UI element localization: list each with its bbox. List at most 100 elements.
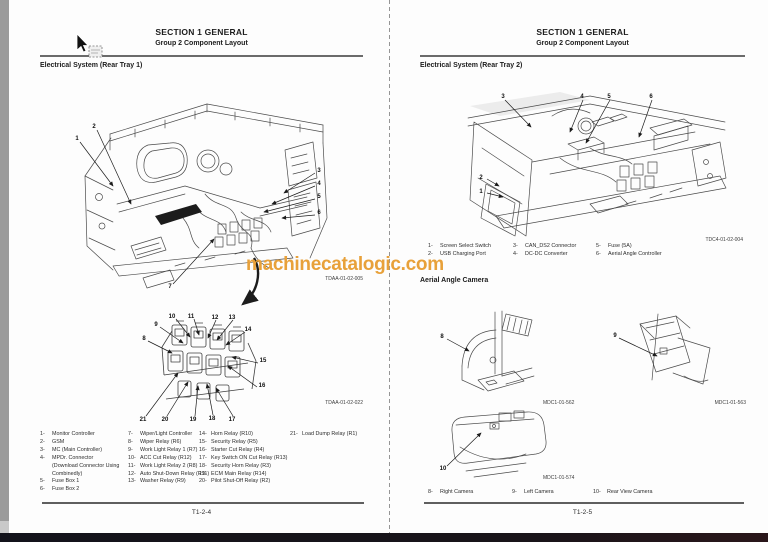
left-page-header: SECTION 1 GENERAL Group 2 Component Layo… — [40, 27, 363, 47]
legend-item: 17-Key Switch ON Cut Relay (R13) — [199, 454, 288, 461]
callout-number: 20 — [161, 417, 169, 423]
figure-rear-view-camera — [444, 405, 554, 485]
legend-item: 4-MPDr. Connector (Download Connector Us… — [40, 454, 120, 477]
rt2-legend-column-2: 3-CAN_DS2 Connector 4-DC-DC Converter — [513, 243, 593, 259]
legend-column-2: 7-Wiper/Light Controller 8-Wiper Relay (… — [128, 431, 214, 486]
section-title: SECTION 1 GENERAL — [536, 27, 629, 37]
callout-number: 9 — [154, 322, 158, 328]
legend-item: 2-GSM — [40, 438, 65, 445]
callout-number: 19 — [189, 417, 197, 423]
callout-number: 8 — [440, 334, 444, 340]
legend-column-1: 1-Monitor Controller 2-GSM 3-MC (Main Co… — [40, 431, 124, 494]
section-title: SECTION 1 GENERAL — [155, 27, 248, 37]
callout-number: 13 — [228, 315, 236, 321]
rear-tray-2-line-art — [467, 92, 727, 237]
callout-number: 21 — [139, 417, 147, 423]
header-rule — [420, 55, 745, 57]
legend-item: 6-Aerial Angle Controller — [596, 250, 662, 257]
left-page-heading: Electrical System (Rear Tray 1) — [40, 62, 143, 69]
legend-item: 12-Auto Shut-Down Relay (R11) — [128, 470, 210, 477]
legend-item: 7-Wiper/Light Controller — [128, 431, 193, 437]
legend-item: 16-Starter Cut Relay (R4) — [199, 446, 265, 453]
callout-number: 8 — [142, 336, 146, 342]
callout-number: 3 — [317, 168, 321, 174]
mouse-cursor — [72, 33, 106, 68]
camera-legend-item-10: 10-Rear View Camera — [593, 489, 678, 497]
cursor-arrow-icon — [76, 33, 103, 58]
legend-item: 20-Pilot Shut-Off Relay (R2) — [199, 478, 271, 485]
footer-rule — [424, 502, 744, 504]
camera-legend-item-8: 8-Right Camera — [428, 489, 508, 497]
legend-column-4: 21-Load Dump Relay (R1) — [290, 431, 365, 439]
callout-number: 6 — [649, 94, 653, 100]
rt2-legend-column-3: 5-Fuse (5A) 6-Aerial Angle Controller — [596, 243, 681, 259]
legend-item: 2-USB Charging Port — [428, 250, 486, 257]
figure-rear-tray-1 — [55, 98, 335, 293]
legend-item: 18-Security Horn Relay (R3) — [199, 462, 271, 469]
right-page-heading: Electrical System (Rear Tray 2) — [420, 62, 523, 69]
legend-column-3: 14-Horn Relay (R10) 15-Security Relay (R… — [199, 431, 291, 486]
legend-item: 3-CAN_DS2 Connector — [513, 243, 577, 249]
legend-item: 21-Load Dump Relay (R1) — [290, 431, 358, 437]
callout-number: 2 — [92, 124, 96, 130]
viewer-bottom-bar — [0, 533, 768, 542]
legend-item: 3-MC (Main Controller) — [40, 446, 103, 453]
footer-rule — [42, 502, 364, 504]
camera-legend-item-9: 9-Left Camera — [512, 489, 587, 497]
callout-number: 3 — [501, 94, 505, 100]
legend-item: 5-Fuse (5A) — [596, 243, 632, 249]
figure-caption: MDC1-01-563 — [714, 400, 746, 406]
legend-item: 14-Horn Relay (R10) — [199, 431, 253, 437]
detail-arrow — [241, 257, 260, 306]
figure-caption: MDC1-01-562 — [543, 400, 575, 406]
legend-item: 6-Fuse Box 2 — [40, 486, 80, 493]
callout-number: 5 — [317, 194, 321, 200]
legend-item: 9-Work Light Relay 1 (R7) — [128, 446, 198, 453]
callout-number: 6 — [317, 210, 321, 216]
page-number-left: T1-2-4 — [191, 509, 212, 516]
rear-view-camera-line-art — [451, 410, 547, 478]
callout-number: 14 — [244, 327, 252, 333]
figure-caption: MDC1-01-574 — [543, 475, 575, 481]
callout-number: 18 — [208, 416, 216, 422]
callout-number: 2 — [479, 175, 483, 181]
callout-number: 1 — [75, 136, 79, 142]
figure-caption: TDAA-01-02-022 — [325, 400, 363, 406]
legend-item: 1-Monitor Controller — [40, 431, 95, 437]
figure-caption: TDC4-01-02-004 — [705, 237, 743, 243]
callout-number: 1 — [479, 189, 483, 195]
callout-number: 7 — [168, 284, 172, 290]
group-title: Group 2 Component Layout — [536, 40, 629, 47]
callout-number: 11 — [187, 314, 195, 320]
callout-number: 9 — [613, 333, 617, 339]
rt2-legend-column-1: 1-Screen Select Switch 2-USB Charging Po… — [428, 243, 510, 259]
callout-number: 16 — [258, 383, 266, 389]
legend-item: 15-Security Relay (R5) — [199, 438, 258, 445]
legend-item: 11-Work Light Relay 2 (R8) — [128, 462, 198, 469]
figure-right-camera — [448, 308, 543, 403]
callout-number: 10 — [168, 314, 176, 320]
legend-item: 10-Rear View Camera — [593, 489, 653, 495]
callout-number: 15 — [259, 358, 267, 364]
legend-item: 4-DC-DC Converter — [513, 250, 568, 257]
callout-number: 4 — [580, 94, 584, 100]
figure-rear-tray-2 — [440, 88, 740, 240]
rear-tray-1-line-art — [84, 103, 328, 289]
legend-item: 5-Fuse Box 1 — [40, 478, 80, 485]
left-camera-line-art — [639, 313, 711, 385]
right-camera-line-art — [461, 310, 535, 392]
group-title: Group 2 Component Layout — [155, 40, 248, 47]
callout-number: 4 — [317, 181, 321, 187]
legend-item: 9-Left Camera — [512, 489, 554, 495]
callout-number: 12 — [211, 315, 219, 321]
legend-item: 19-ECM Main Relay (R14) — [199, 470, 267, 477]
callout-number: 17 — [228, 417, 236, 423]
callout-number: 10 — [439, 466, 447, 472]
watermark-text: machinecatalogic.com — [246, 254, 444, 275]
figure-left-camera — [618, 310, 718, 398]
right-page-header: SECTION 1 GENERAL Group 2 Component Layo… — [420, 27, 745, 47]
callout-number: 5 — [607, 94, 611, 100]
legend-item: 8-Right Camera — [428, 489, 474, 495]
